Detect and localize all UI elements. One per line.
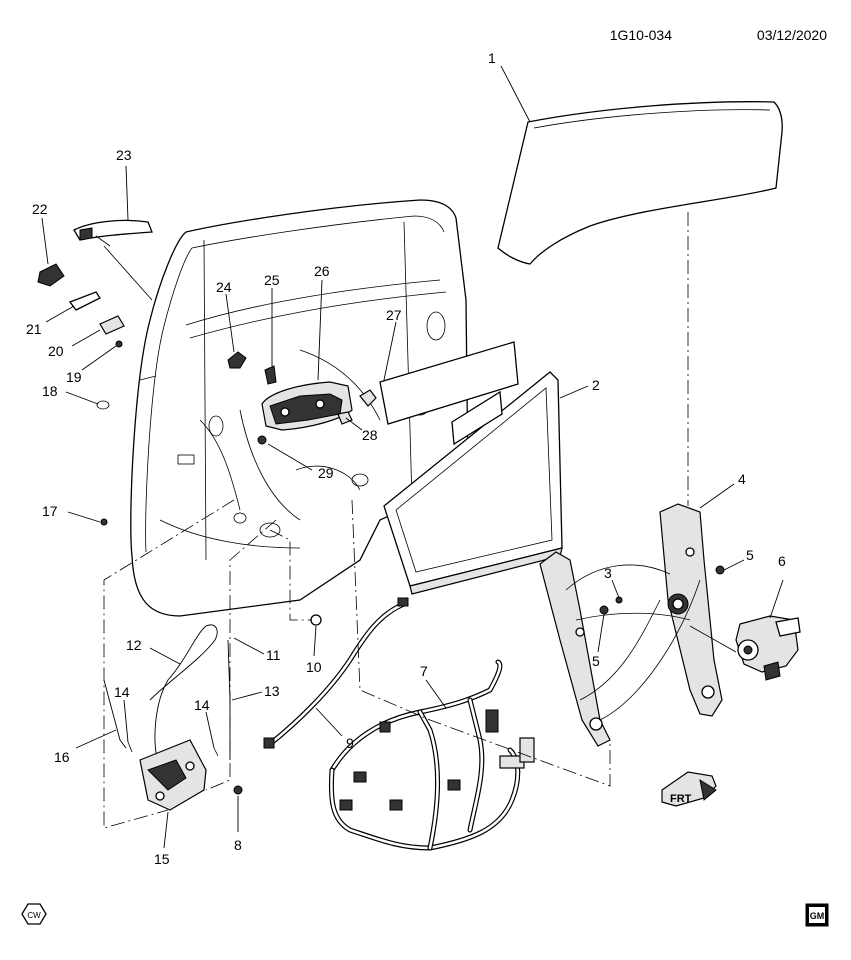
cable-end-right (213, 747, 219, 757)
door-screw (100, 518, 108, 526)
diagram-date: 03/12/2020 (757, 27, 827, 43)
gm-logo: GM (805, 903, 829, 927)
grommet-reference-line (269, 529, 312, 621)
callout-19: 19 (66, 369, 82, 385)
callout-6: 6 (778, 553, 786, 569)
callout-23: 23 (116, 147, 132, 163)
callout-2: 2 (592, 377, 600, 393)
callout-13: 13 (264, 683, 280, 699)
callout-8: 8 (234, 837, 242, 853)
regulator-bolt-lower (599, 605, 609, 615)
callout-9: 9 (346, 735, 354, 751)
callout-28: 28 (362, 427, 378, 443)
cable-reference-line (205, 519, 277, 791)
callout-11: 11 (266, 647, 281, 663)
main-door-harness (328, 659, 535, 851)
callout-7: 7 (420, 663, 428, 679)
retainer-clip (264, 365, 277, 385)
cw-mark-label: CW (27, 911, 41, 920)
callout-18: 18 (42, 383, 58, 399)
module-nut (257, 435, 267, 445)
callout-25: 25 (264, 272, 280, 288)
callout-numbers: 1 2 3 4 5 5 6 7 8 9 10 11 12 13 14 14 15… (26, 50, 786, 867)
callout-16: 16 (54, 749, 70, 765)
regulator-bolt-upper (715, 565, 725, 575)
callout-21: 21 (26, 321, 42, 337)
callout-15: 15 (154, 851, 170, 867)
motor-leader (689, 625, 737, 653)
callout-10: 10 (306, 659, 322, 675)
latch-reference-line (103, 499, 235, 829)
inside-handle-cable (149, 624, 218, 771)
diagram-id: 1G10-034 (610, 27, 672, 43)
harness-grommet (310, 614, 322, 626)
cw-mark: CW (21, 903, 47, 925)
leader-lines (41, 65, 784, 849)
callout-22: 22 (32, 201, 48, 217)
callout-20: 20 (48, 343, 64, 359)
release-rod (103, 679, 127, 749)
harness-reference-line (351, 499, 611, 787)
front-direction-badge: FRT (661, 771, 717, 807)
grommet (96, 400, 110, 410)
handle-bezel (68, 291, 101, 311)
handle-leader (103, 245, 153, 301)
window-glass (497, 101, 783, 265)
front-direction-label: FRT (670, 793, 692, 805)
callout-5-lower: 5 (592, 653, 600, 669)
cable-end-left (127, 741, 133, 753)
callout-12: 12 (126, 637, 142, 653)
door-harness (263, 597, 409, 749)
handle-cap (37, 263, 65, 287)
callout-4: 4 (738, 471, 746, 487)
callout-14-right: 14 (194, 697, 210, 713)
lock-cylinder (99, 315, 125, 335)
callout-29: 29 (318, 465, 334, 481)
callout-17: 17 (42, 503, 58, 519)
callout-27: 27 (386, 307, 402, 323)
gm-logo-label: GM (810, 911, 825, 921)
access-hole-plug (227, 351, 247, 369)
cylinder-nut (115, 340, 123, 348)
outside-door-handle (73, 219, 153, 247)
window-regulator (539, 503, 723, 747)
bumper-lower (337, 411, 353, 425)
door-latch-module (261, 381, 353, 431)
window-motor (735, 615, 801, 681)
bumper-upper (359, 389, 377, 407)
callout-5-upper: 5 (746, 547, 754, 563)
callout-3: 3 (604, 565, 612, 581)
callout-14-left: 14 (114, 684, 130, 700)
door-sound-insulator (379, 341, 519, 425)
door-water-deflector (383, 371, 563, 595)
callout-1: 1 (488, 50, 496, 66)
callout-24: 24 (216, 279, 232, 295)
latch-bolt (233, 785, 243, 795)
callout-26: 26 (314, 263, 330, 279)
door-latch (139, 739, 207, 811)
